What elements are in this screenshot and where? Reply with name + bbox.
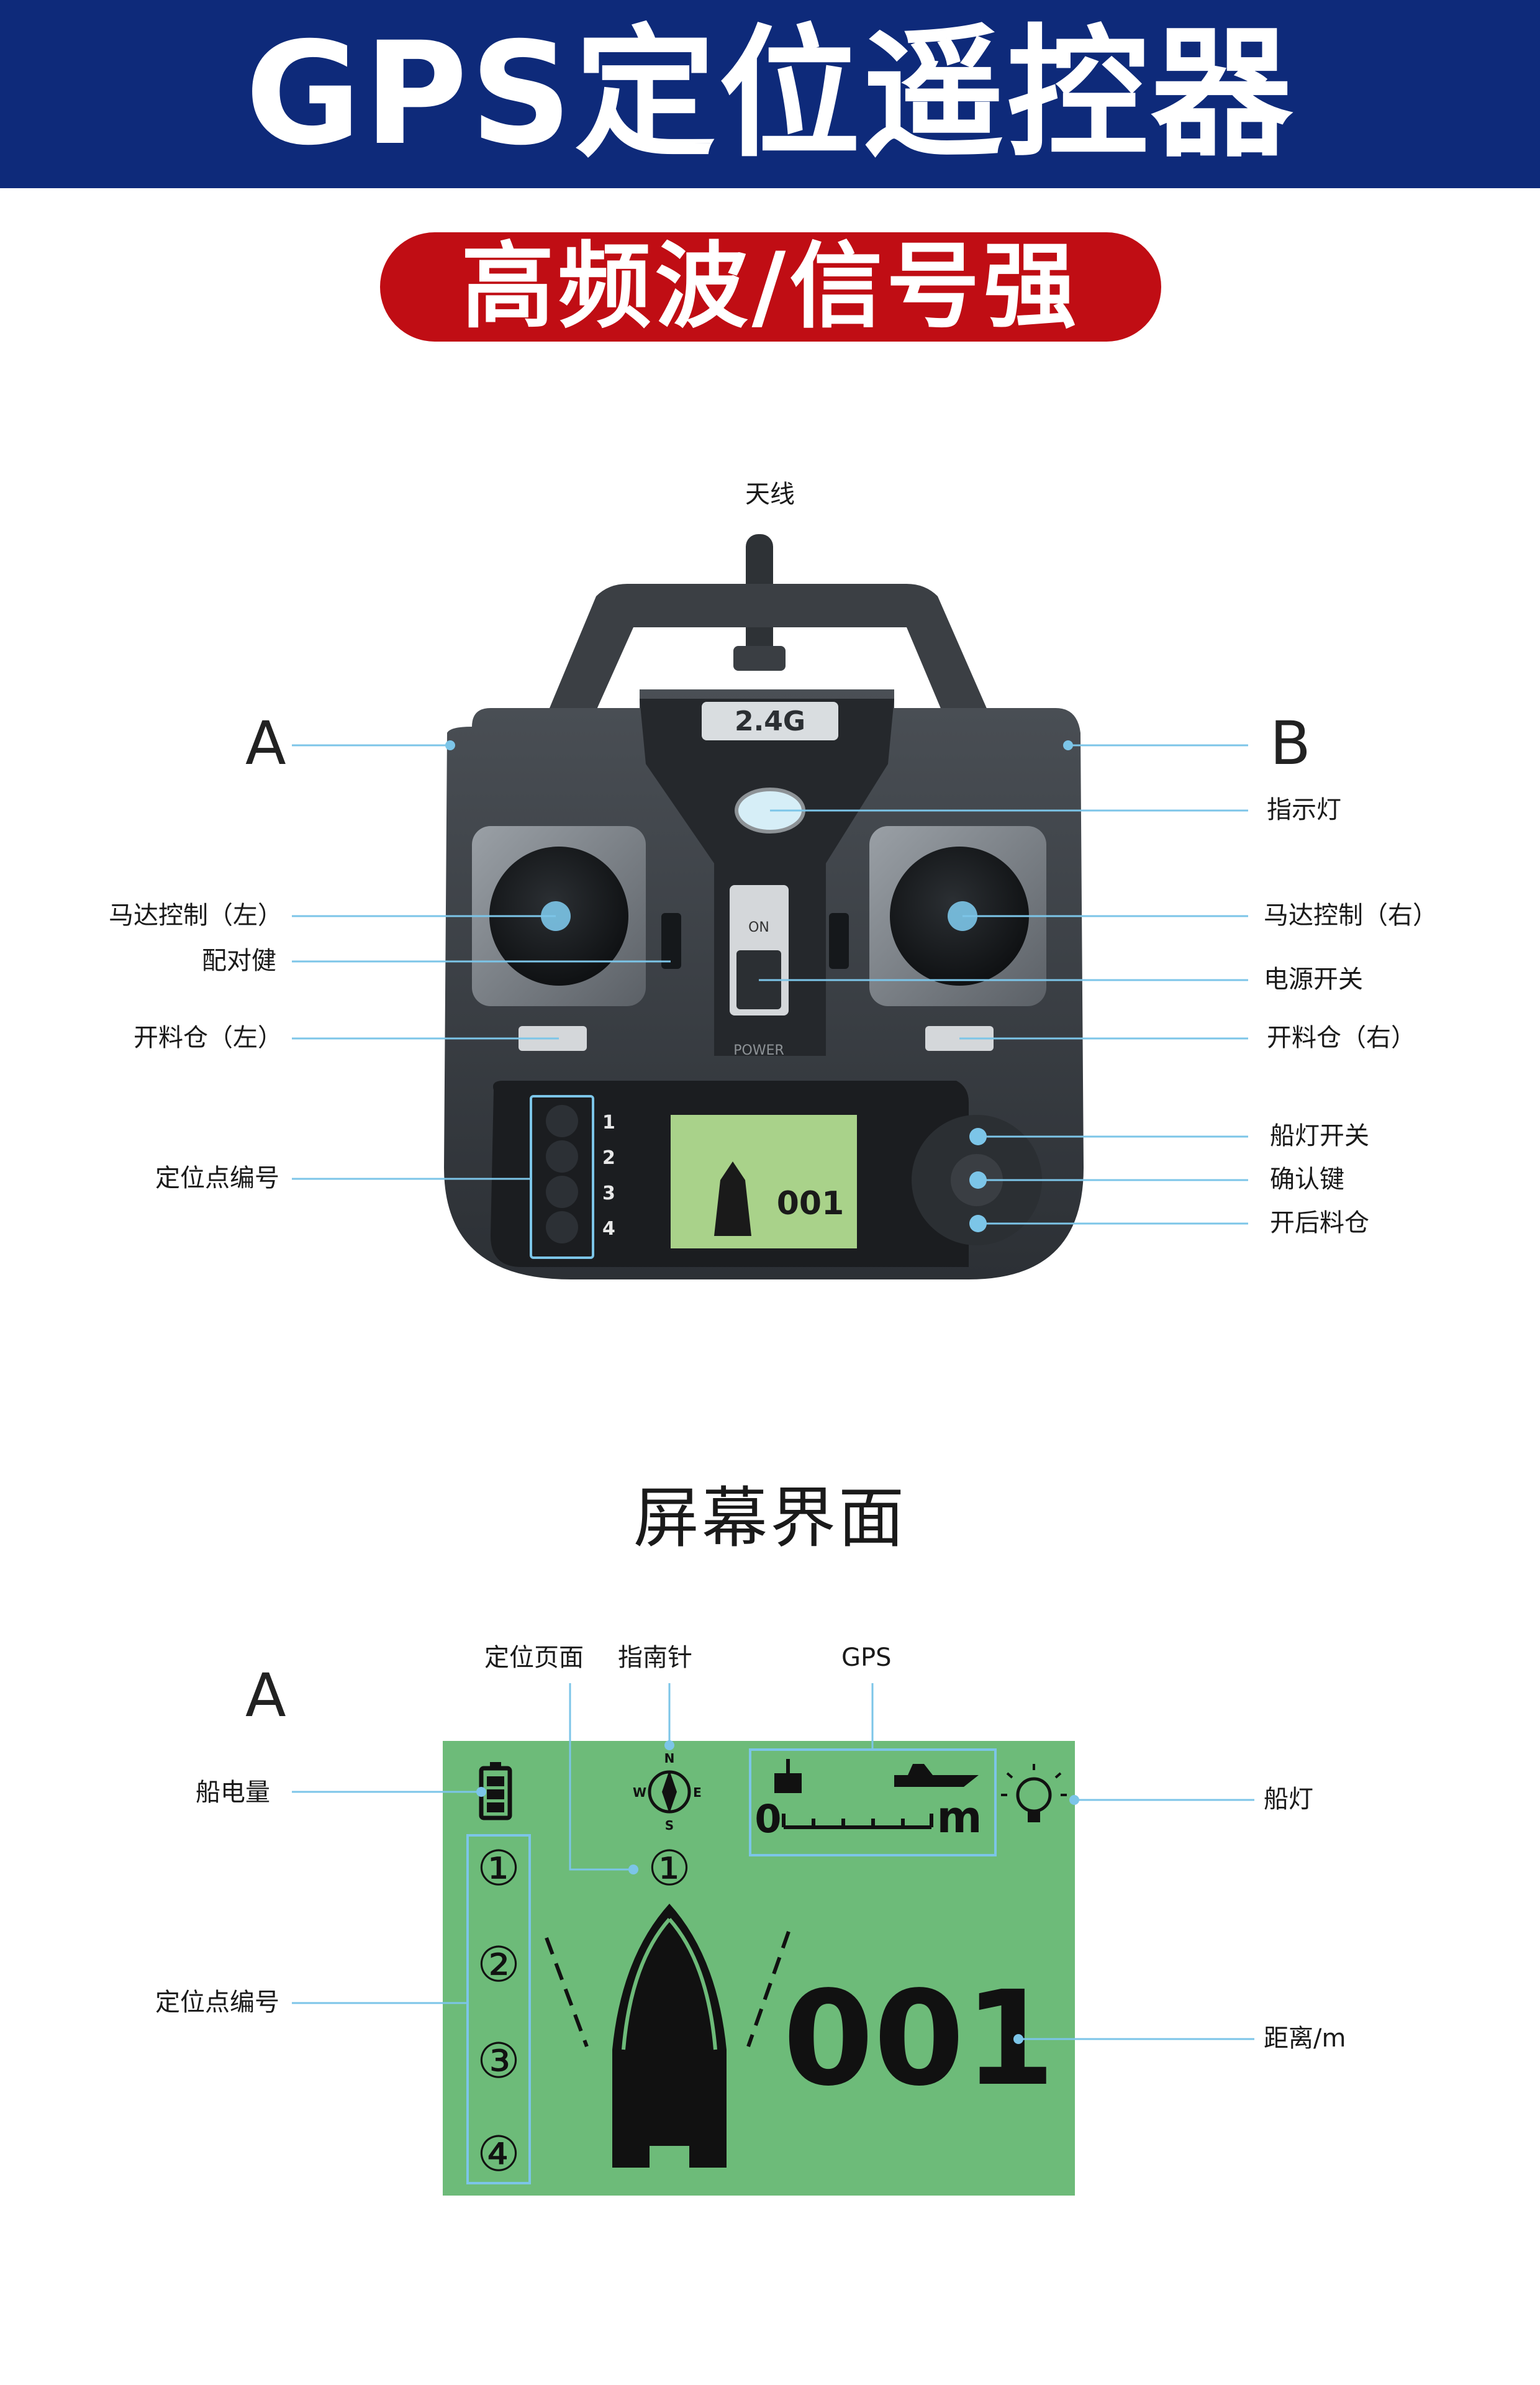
label-distance: 距离/m — [1264, 2024, 1346, 2053]
label-gps: GPS — [841, 1643, 892, 1672]
mini-lcd-distance: 001 — [777, 1185, 845, 1222]
remote-icon — [774, 1759, 802, 1793]
lcd-screen-diagram: N S W E 0 m — [292, 1683, 1254, 2196]
gps-scale-zero: 0 — [754, 1796, 781, 1842]
label-boat-light-switch: 船灯开关 — [1270, 1122, 1369, 1150]
label-confirm-key: 确认键 — [1270, 1165, 1344, 1194]
waypoint-led-number: 2 — [602, 1147, 615, 1169]
compass-w: W — [633, 1785, 646, 1800]
label-hopper-left: 开料仓（左） — [134, 1024, 283, 1052]
label-power-switch: 电源开关 — [1264, 965, 1363, 994]
label-waypoint-number: 定位点编号 — [155, 1164, 279, 1192]
waypoint-buttons: 1 2 3 4 — [530, 1095, 615, 1259]
current-page-indicator: ① — [648, 1841, 691, 1897]
label-battery: 船电量 — [196, 1778, 270, 1807]
lightbulb-icon — [1001, 1764, 1067, 1822]
label-indicator-light: 指示灯 — [1267, 796, 1341, 824]
label-side-a: A — [245, 709, 286, 778]
label-boat-light: 船灯 — [1264, 1785, 1313, 1814]
compass-n: N — [664, 1751, 675, 1766]
compass-s: S — [665, 1818, 674, 1833]
waypoint-3: ③ — [477, 2033, 520, 2089]
section-title-screen: 屏幕界面 — [633, 1480, 907, 1556]
tagline-text: 高频波/信号强 — [461, 233, 1080, 341]
d-pad — [912, 1115, 1042, 1245]
tagline-badge: 高频波/信号强 — [380, 232, 1161, 342]
compass-icon: N S W E — [633, 1751, 702, 1833]
label-antenna: 天线 — [745, 480, 795, 509]
header-banner: GPS定位遥控器 — [0, 0, 1540, 188]
power-on-label: ON — [748, 920, 769, 935]
right-stick[interactable] — [869, 826, 1046, 1006]
label-side-b: B — [1270, 709, 1311, 778]
right-trim-switch[interactable] — [829, 913, 849, 969]
controller-callouts — [292, 744, 1248, 1225]
waypoint-button[interactable] — [546, 1105, 578, 1137]
power-switch[interactable]: ON — [730, 885, 789, 1015]
right-guide-line — [746, 1931, 790, 2047]
label-compass: 指南针 — [618, 1643, 692, 1672]
label-page: 定位页面 — [484, 1643, 584, 1672]
label-hopper-right: 开料仓（右） — [1267, 1024, 1416, 1052]
model-label: 2.4G — [735, 706, 805, 737]
waypoint-1: ① — [477, 1841, 520, 1897]
waypoint-led-number: 3 — [602, 1183, 615, 1204]
compass-e: E — [693, 1785, 702, 1800]
left-guide-line — [545, 1937, 589, 2048]
waypoint-button[interactable] — [546, 1176, 578, 1208]
boat-icon — [894, 1764, 979, 1787]
screen-callouts — [292, 1683, 1254, 2040]
label-pair-key: 配对健 — [202, 947, 276, 975]
waypoint-led-number: 4 — [602, 1218, 615, 1240]
waypoint-button[interactable] — [546, 1211, 578, 1243]
label-rear-hopper: 开后料仓 — [1270, 1209, 1369, 1237]
waypoint-4: ④ — [477, 2127, 520, 2183]
screen-label-side-a: A — [245, 1661, 286, 1730]
power-label: POWER — [733, 1043, 784, 1058]
controller-illustration: 2.4G ON POWER — [292, 534, 1248, 1279]
pair-key-switch[interactable] — [661, 913, 681, 969]
lcd-screen — [443, 1741, 1075, 2196]
label-motor-left: 马达控制（左） — [109, 901, 283, 930]
carry-handle — [534, 584, 1003, 745]
label-screen-waypoint-number: 定位点编号 — [155, 1988, 279, 2017]
page-title: GPS定位遥控器 — [245, 11, 1295, 176]
waypoint-button[interactable] — [546, 1140, 578, 1173]
waypoint-led-number: 1 — [602, 1112, 615, 1133]
mini-lcd-screen: 001 — [671, 1115, 857, 1248]
label-motor-right: 马达控制（右） — [1264, 901, 1438, 930]
distance-readout: 001 — [783, 1963, 1055, 2115]
gps-scale-unit: m — [937, 1792, 982, 1843]
waypoint-2: ② — [477, 1937, 520, 1993]
